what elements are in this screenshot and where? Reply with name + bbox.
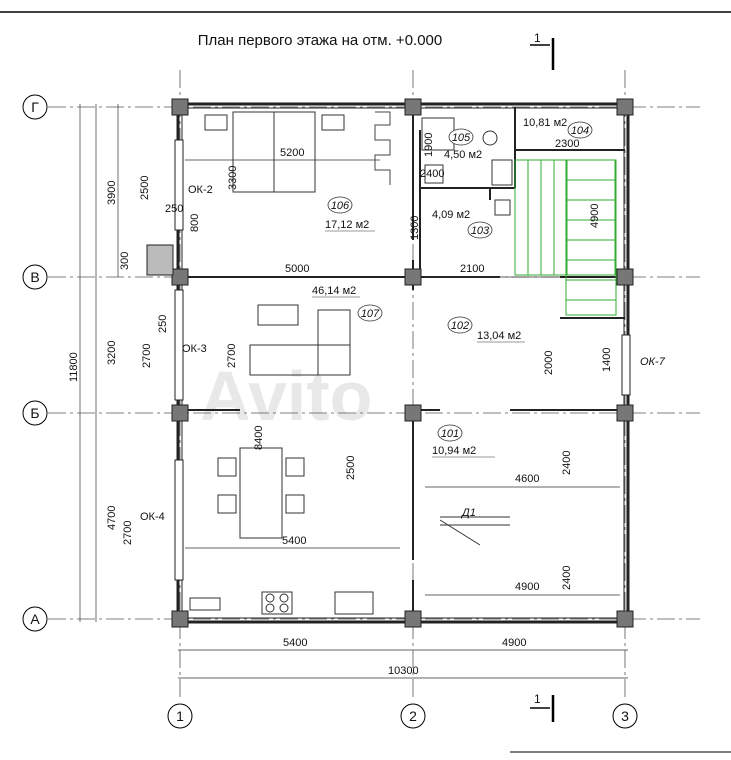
room-tag-106: 106 17,12 м2 [325,196,375,232]
room-number: 105 [452,132,471,144]
axis-marker-3: 3 [612,703,638,729]
room-number: 106 [331,200,350,212]
window-label-ok4: ОК-4 [140,511,165,523]
dim-4900a: 4900 [515,581,539,593]
dim-2100: 2100 [460,263,484,275]
room-number: 101 [441,428,459,440]
dim-1400: 1400 [601,348,613,372]
watermark: Avito [200,357,372,435]
dim-5400b: 5400 [283,637,307,649]
axis-label-1: 1 [176,708,184,724]
staircase [514,159,617,316]
room-tag-103: 103 4,09 м2 [432,209,493,239]
dim-5000: 5000 [285,263,309,275]
axis-label-3: 3 [621,708,629,724]
axis-lines [48,70,700,700]
dim-10300: 10300 [388,665,419,677]
room-number: 107 [361,308,380,320]
axis-marker-v: В [22,264,48,290]
dim-4900v: 4900 [589,204,601,228]
room-number: 103 [471,225,490,237]
dim-4700: 4700 [106,506,118,530]
room-area: 13,04 м2 [477,330,521,342]
room-area: 17,12 м2 [325,219,369,231]
dimension-lines [79,104,628,679]
dim-2300: 2300 [555,138,579,150]
door-label-d1: Д1 [460,507,476,519]
axis-marker-g: Г [22,94,48,120]
dim-250b: 250 [157,315,169,333]
dim-2700a: 2700 [141,344,153,368]
dim-2700c: 2700 [122,521,134,545]
dim-bed-width: 5200 [280,147,304,159]
window-openings [174,139,631,581]
axis-label-v: В [30,269,39,285]
room-tag-107: 107 46,14 м2 [312,285,383,322]
dim-11800: 11800 [68,352,80,382]
room-tag-101: 101 10,94 м2 [432,424,495,458]
dim-bed-height: 3300 [227,166,239,190]
bathroom-fixtures [421,117,513,216]
room-area: 10,94 м2 [432,445,476,457]
axis-marker-b: Б [22,400,48,426]
axis-marker-1: 1 [167,703,193,729]
room-area: 4,50 м2 [444,149,482,161]
dim-800: 800 [189,214,201,232]
axis-label-2: 2 [409,708,417,724]
dim-1300: 1300 [409,216,421,240]
axis-label-b: Б [30,405,39,421]
chimney [146,244,174,276]
structural-columns [171,98,634,628]
section-mark-top: 1 [530,31,555,70]
room-area: 10,81 м2 [523,117,567,129]
dim-2500a: 2500 [139,176,151,200]
dim-2000: 2000 [543,351,555,375]
room-tag-105: 105 4,50 м2 [444,128,482,161]
axis-label-a: А [30,611,40,627]
dim-2400b: 2400 [561,451,573,475]
entrance-door [439,516,510,546]
dim-250a: 250 [165,203,183,215]
section-mark-bottom-label: 1 [534,692,541,706]
dim-4600: 4600 [515,473,539,485]
dim-3900: 3900 [106,181,118,205]
dining-table [217,447,305,539]
axis-marker-a: А [22,606,48,632]
section-mark-top-label: 1 [534,31,541,45]
dim-8400: 8400 [253,426,265,450]
window-label-ok3: ОК-3 [182,343,207,355]
plan-title: План первого этажа на отм. +0.000 [197,32,443,49]
room-area: 46,14 м2 [312,285,356,297]
section-mark-bottom: 1 [530,692,555,722]
room-tag-104: 104 10,81 м2 [523,117,593,139]
dim-3200: 3200 [106,341,118,365]
bedroom-stair [374,111,391,185]
window-label-ok7: ОК-7 [640,356,666,368]
room-number: 102 [451,320,469,332]
dim-2400c: 2400 [561,566,573,590]
room-number: 104 [571,125,589,137]
dim-2500b: 2500 [345,456,357,480]
dim-300: 300 [119,252,131,270]
window-label-ok2: ОК-2 [188,184,213,196]
bed [204,111,345,193]
dim-5400a: 5400 [282,535,306,547]
dim-4900b: 4900 [502,637,526,649]
dim-2700b: 2700 [226,344,238,368]
room-area: 4,09 м2 [432,209,470,221]
axis-marker-2: 2 [400,703,426,729]
axis-label-g: Г [31,99,39,115]
dim-2400a: 2400 [420,168,444,180]
kitchen-fixtures [189,591,374,615]
dim-1900: 1900 [423,133,435,157]
room-tag-102: 102 13,04 м2 [447,316,525,343]
sofa [249,304,351,376]
